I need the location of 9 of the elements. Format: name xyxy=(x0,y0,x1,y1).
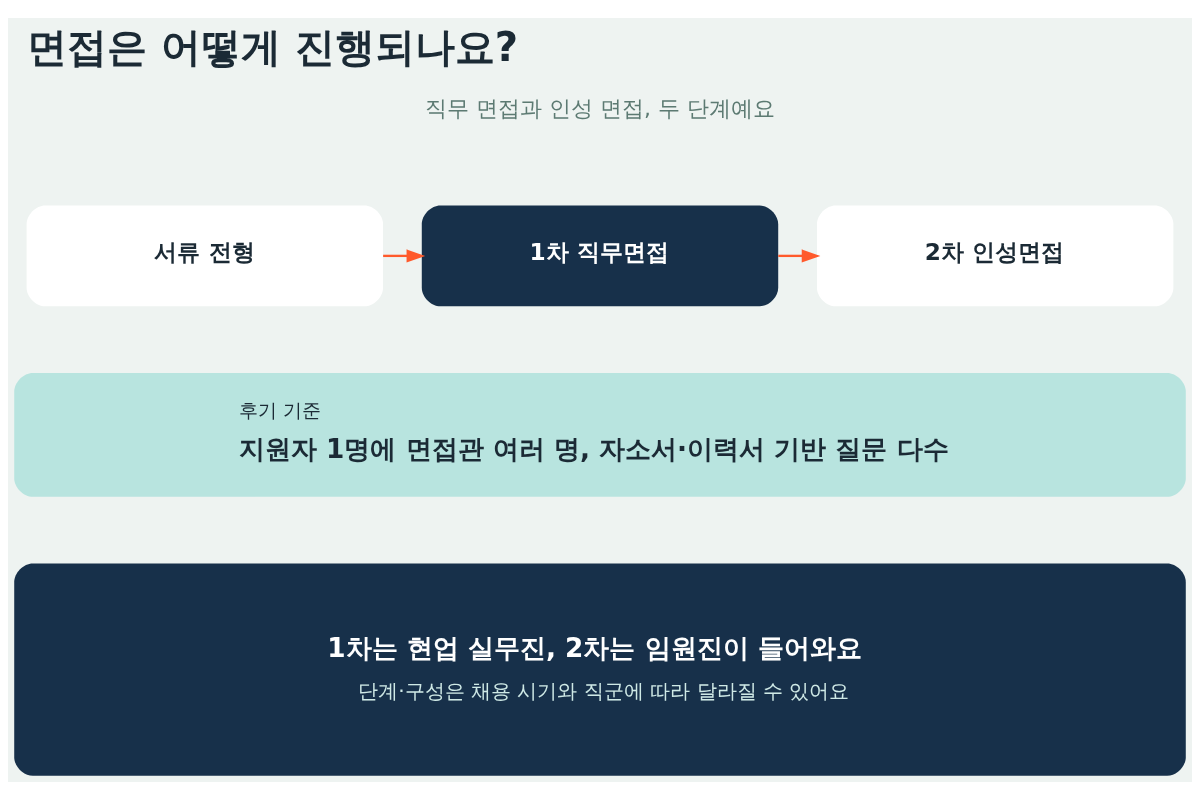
node-box: 1차 직무면접 xyxy=(421,205,779,307)
node-box: 1차는 현업 실무진, 2차는 임원진이 들어와요 단계·구성은 채용 시기와 직군에 따라 달라질 수 있어요 xyxy=(14,563,1186,776)
arrow xyxy=(778,249,821,263)
label: 직무 면접과 인성 면접, 두 단계예요 xyxy=(425,95,775,121)
node-box: 2차 인성면접 xyxy=(816,205,1174,307)
node-box: 서류 전형 xyxy=(26,205,384,307)
arrow xyxy=(383,249,426,263)
diagram-title: 면접은 어떻게 진행되나요? xyxy=(26,24,519,72)
node-box: 후기 기준 지원자 1명에 면접관 여러 명, 자소서·이력서 기반 질문 다수 xyxy=(14,372,1186,497)
